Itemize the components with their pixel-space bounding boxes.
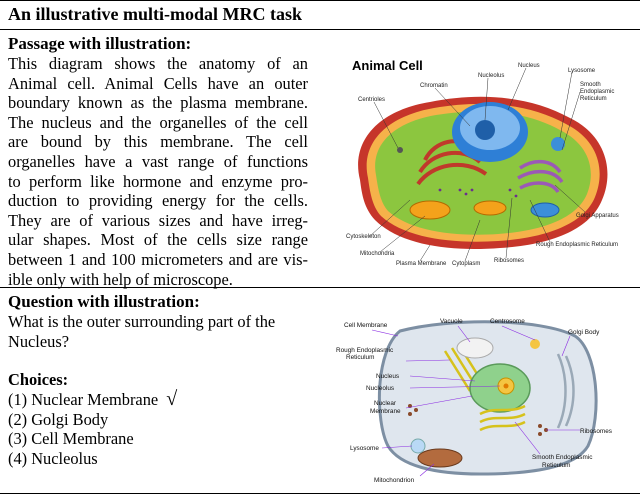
section-rule	[0, 287, 640, 288]
label-ribosomes: Ribosomes	[494, 258, 524, 264]
label-mitochondria: Mitochondria	[360, 251, 395, 257]
label-lysosome: Lysosome	[350, 445, 379, 452]
choice-4[interactable]: (4) Nucleolus	[8, 449, 98, 468]
title-rule	[0, 29, 640, 30]
cell2-lysosome	[410, 438, 426, 454]
top-rule	[0, 0, 640, 1]
label-smooth-er: Endoplasmic	[580, 89, 614, 95]
golgi-shape	[517, 159, 564, 194]
passage-line: between 1 and 100 micrometers and are vi…	[8, 249, 308, 269]
mitochondria-shape	[409, 200, 560, 220]
label-nuclear-membrane: Nuclear	[374, 400, 397, 407]
passage-line: boundary known as the plasma membrane.	[8, 93, 308, 113]
passage-line: to perform like hormone and enzyme pro-	[8, 171, 308, 191]
label-nucleus: Nucleus	[376, 373, 399, 380]
lysosome-shape	[551, 137, 565, 151]
label-cytoplasm: Cytoplasm	[452, 261, 480, 267]
cell2-leaders	[371, 325, 580, 477]
label-smooth-er: Smooth Endoplasmic	[532, 454, 593, 461]
label-rough-er: Rough Endoplasmic Reticulum	[536, 242, 618, 248]
bottom-rule	[0, 493, 640, 494]
animal-cell-diagram: Animal Cell	[346, 58, 619, 267]
passage-line: They are of various sizes and have irreg…	[8, 210, 308, 230]
label-mitochondrion: Mitochondrion	[374, 477, 415, 484]
question-heading: Question with illustration:	[8, 292, 200, 311]
label-nucleolus: Nucleolus	[366, 385, 394, 392]
cell2-golgi	[556, 353, 575, 429]
choice-3[interactable]: (3) Cell Membrane	[8, 429, 134, 448]
label-golgi: Golgi Apparatus	[576, 213, 619, 219]
question-text: What is the outer surrounding part of th…	[8, 312, 308, 351]
passage-line: are bound by this membrane. The cell	[8, 132, 308, 152]
label-vacuole: Vacuole	[440, 318, 463, 325]
label-nuclear-membrane: Membrane	[370, 408, 401, 415]
label-lysosome: Lysosome	[568, 68, 596, 74]
passage-heading: Passage with illustration:	[8, 34, 192, 53]
nucleus-shape	[452, 102, 528, 162]
cell2-smooth-er	[479, 404, 526, 432]
passage-line: The nucleus and the organelles of the ce…	[8, 112, 308, 132]
label-ribosomes: Ribosomes	[580, 428, 612, 435]
passage-line: Animal cell. Animal Cells have an outer	[8, 73, 308, 93]
passage-line: This diagram shows the anatomy of an	[8, 54, 308, 73]
cell2-ribosomes	[408, 404, 548, 436]
label-plasma-membrane: Plasma Membrane	[396, 261, 447, 267]
question-line: Nucleus?	[8, 331, 69, 351]
passage-line: organelles have a vast range of function…	[8, 151, 308, 171]
choice-label: (1) Nuclear Membrane	[8, 390, 159, 409]
label-cytoskeleton: Cytoskeleton	[346, 234, 381, 240]
passage-line: ular shapes. Most of the cells size rang…	[8, 230, 308, 250]
label-rough-er: Rough Endoplasmic	[336, 347, 394, 354]
choice-1[interactable]: (1) Nuclear Membrane √	[8, 388, 178, 410]
choice-2[interactable]: (2) Golgi Body	[8, 410, 109, 429]
label-golgi-body: Golgi Body	[568, 329, 600, 336]
question-line: What is the outer surrounding part of th…	[8, 312, 276, 331]
label-chromatin: Chromatin	[420, 83, 448, 89]
label-centrioles: Centrioles	[358, 97, 385, 103]
passage-line: duction to providing energy for the cell…	[8, 191, 308, 211]
cell2-vacuole	[456, 337, 494, 359]
task-title: An illustrative multi-modal MRC task	[8, 4, 302, 24]
cell2-nucleus	[469, 363, 531, 413]
label-cell-membrane: Cell Membrane	[344, 322, 388, 329]
label-smooth-er: Reticulum	[580, 96, 607, 102]
correct-checkmark: √	[166, 388, 178, 410]
label-nucleolus: Nucleolus	[478, 73, 504, 79]
cell2-centrosome	[530, 339, 540, 349]
label-rough-er: Reticulum	[346, 354, 374, 361]
figure-leaders	[369, 67, 586, 262]
label-smooth-er: Smooth	[580, 82, 601, 88]
figure-title: Animal Cell	[352, 58, 423, 73]
choices-heading: Choices:	[8, 370, 69, 389]
passage-line: ible only with help of microscope.	[8, 269, 233, 289]
centriole-shape	[397, 147, 403, 153]
label-smooth-er: Reticulum	[542, 462, 570, 469]
cell2-mitochondrion	[417, 448, 463, 468]
passage-text: This diagram shows the anatomy of an Ani…	[8, 54, 308, 289]
label-centrosome: Centrosome	[490, 318, 525, 325]
label-nucleus: Nucleus	[518, 63, 540, 69]
cell-labeled-diagram: Cell Membrane Vacuole Centrosome Golgi B…	[336, 318, 612, 484]
ribosome-dots	[438, 188, 518, 198]
